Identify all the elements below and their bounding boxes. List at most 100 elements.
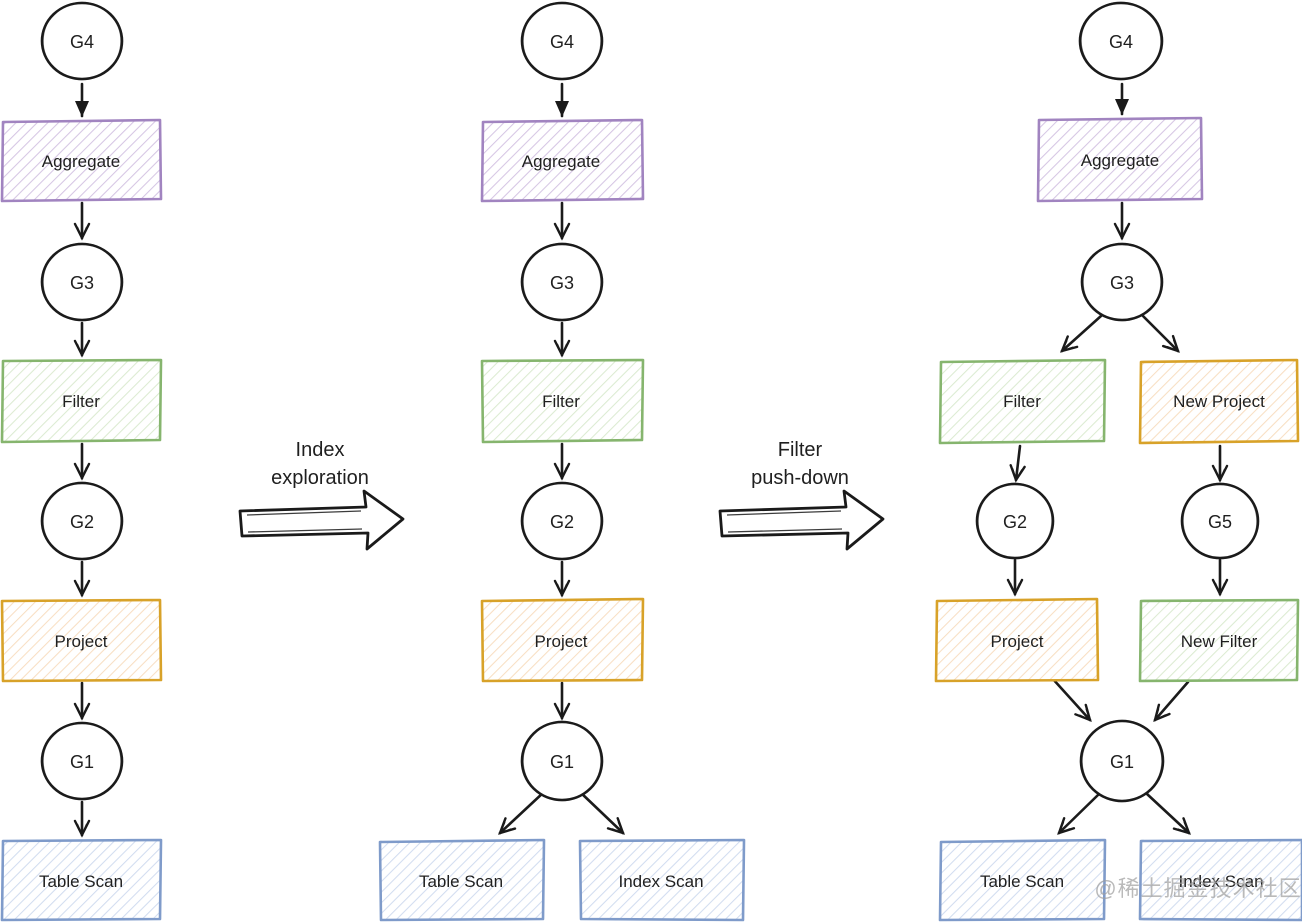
group-node-g2: G2 bbox=[520, 481, 604, 561]
operator-box-project: Project bbox=[0, 598, 163, 683]
group-node-g5: G5 bbox=[1180, 482, 1260, 560]
index-scan-box-shape bbox=[1138, 838, 1302, 922]
operator-label: New Project bbox=[1173, 392, 1265, 411]
transform-filter-pushdown: Filter push-down bbox=[718, 439, 885, 551]
watermark-text: @稀土掘金技术社区 bbox=[1094, 876, 1301, 901]
edge-g1-indexscan bbox=[578, 790, 625, 835]
middle-tree: G4 Aggregate G3 Filter G2 Project G1 bbox=[378, 1, 746, 922]
operator-label: Table Scan bbox=[980, 872, 1064, 891]
new-project-box-shape bbox=[1138, 358, 1300, 445]
block-arrow-inner-line bbox=[727, 528, 843, 533]
edge-g1-tablescan bbox=[498, 790, 546, 835]
operator-box-aggregate: Aggregate bbox=[1036, 116, 1204, 203]
new-filter-box-shape bbox=[1138, 598, 1300, 683]
g4-circle-overdraw bbox=[522, 1, 602, 81]
left-tree: G4 Aggregate G3 Filter G2 Project G1 bbox=[0, 1, 163, 922]
block-arrow-inner-line bbox=[247, 528, 363, 533]
node-label: G2 bbox=[70, 512, 94, 532]
group-node-g1: G1 bbox=[40, 721, 124, 801]
g2-circle-overdraw bbox=[42, 481, 122, 561]
edge-g1-indexscan bbox=[1145, 792, 1191, 835]
transform-label-line2: exploration bbox=[271, 467, 369, 489]
operator-label: New Filter bbox=[1181, 632, 1258, 651]
node-label: G3 bbox=[70, 273, 94, 293]
group-node-g4: G4 bbox=[520, 1, 604, 81]
g1-circle-overdraw bbox=[42, 721, 122, 801]
index-scan-box-shape bbox=[578, 838, 746, 922]
block-arrow-right-icon bbox=[238, 489, 405, 551]
project-box-shape bbox=[480, 597, 645, 683]
node-label: G1 bbox=[550, 752, 574, 772]
group-node-g2: G2 bbox=[975, 482, 1055, 560]
operator-label: Filter bbox=[542, 392, 580, 411]
node-label: G2 bbox=[550, 512, 574, 532]
g5-circle-overdraw bbox=[1182, 482, 1258, 560]
filter-box-shape bbox=[938, 358, 1107, 445]
group-node-g3: G3 bbox=[520, 242, 604, 322]
operator-box-filter: Filter bbox=[938, 358, 1107, 445]
edge-g1-tablescan bbox=[1057, 792, 1101, 835]
operator-label: Filter bbox=[1003, 392, 1041, 411]
edge-g3-filter bbox=[1060, 314, 1103, 353]
g2-circle-overdraw bbox=[977, 482, 1053, 560]
operator-label: Index Scan bbox=[618, 872, 703, 891]
node-label: G5 bbox=[1208, 512, 1232, 532]
g3-circle-overdraw bbox=[522, 242, 602, 322]
g3-circle-overdraw bbox=[42, 242, 122, 322]
group-node-g1: G1 bbox=[1079, 719, 1165, 803]
operator-box-filter: Filter bbox=[0, 358, 163, 444]
edge-filter-g2 bbox=[1009, 444, 1026, 483]
operator-label: Project bbox=[991, 632, 1044, 651]
operator-label: Aggregate bbox=[522, 152, 600, 171]
aggregate-box-shape bbox=[480, 118, 645, 203]
operator-box-table-scan: Table Scan bbox=[938, 838, 1107, 922]
g1-circle-overdraw bbox=[522, 720, 602, 802]
transform-label-line2: push-down bbox=[751, 467, 849, 489]
group-node-g3: G3 bbox=[40, 242, 124, 322]
project-box-shape bbox=[934, 597, 1100, 683]
table-scan-box-shape bbox=[938, 838, 1107, 922]
node-label: G4 bbox=[70, 32, 94, 52]
block-arrow-inner-line bbox=[726, 510, 842, 516]
node-label: G2 bbox=[1003, 512, 1027, 532]
node-label: G1 bbox=[70, 752, 94, 772]
transform-index-exploration: Index exploration bbox=[238, 439, 405, 551]
block-arrow-inner-line bbox=[246, 510, 362, 516]
operator-label: Table Scan bbox=[39, 872, 123, 891]
operator-box-table-scan: Table Scan bbox=[378, 838, 546, 922]
operator-box-project: Project bbox=[934, 597, 1100, 683]
g3-circle-overdraw bbox=[1082, 242, 1162, 322]
node-label: G3 bbox=[550, 273, 574, 293]
g2-circle-overdraw bbox=[522, 481, 602, 561]
node-label: G4 bbox=[1109, 32, 1133, 52]
group-node-g4: G4 bbox=[40, 1, 124, 81]
group-node-g3: G3 bbox=[1080, 242, 1164, 322]
operator-label: Project bbox=[55, 632, 108, 651]
block-arrow-right-icon bbox=[718, 489, 885, 551]
edge-g3-new-project bbox=[1141, 314, 1180, 353]
g4-circle-overdraw bbox=[42, 1, 122, 81]
node-label: G3 bbox=[1110, 273, 1134, 293]
group-node-g1: G1 bbox=[520, 720, 604, 802]
table-scan-box-shape bbox=[378, 838, 546, 922]
operator-label: Aggregate bbox=[1081, 151, 1159, 170]
operator-label: Aggregate bbox=[42, 152, 120, 171]
g4-circle-overdraw bbox=[1080, 1, 1162, 81]
operator-box-index-scan: Index Scan bbox=[578, 838, 746, 922]
aggregate-box-shape bbox=[1036, 116, 1204, 203]
operator-box-aggregate: Aggregate bbox=[480, 118, 645, 203]
right-tree: G4 Aggregate G3 Filter New Project G2 G5 bbox=[934, 1, 1302, 922]
filter-box-shape bbox=[0, 358, 163, 444]
transform-label-line1: Index bbox=[296, 439, 345, 461]
filter-box-shape bbox=[480, 358, 645, 444]
group-node-g2: G2 bbox=[40, 481, 124, 561]
aggregate-box-shape bbox=[0, 118, 163, 203]
transform-label-line1: Filter bbox=[778, 439, 823, 461]
group-node-g4: G4 bbox=[1078, 1, 1164, 81]
node-label: G1 bbox=[1110, 752, 1134, 772]
operator-label: Project bbox=[535, 632, 588, 651]
edge-project-g1 bbox=[1050, 676, 1092, 722]
operator-label: Index Scan bbox=[1178, 872, 1263, 891]
